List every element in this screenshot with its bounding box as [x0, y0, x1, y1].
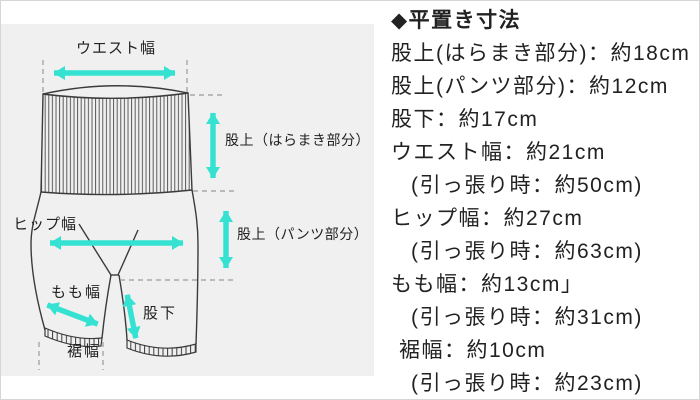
measure-arrows	[46, 66, 233, 339]
spec-line-thigh: もも幅：約13cm」	[391, 273, 584, 296]
haramaki-band	[40, 85, 193, 196]
rise-pants-label: 股上（パンツ部分）	[237, 226, 369, 242]
spec-line-thigh-stretched: (引っ張り時：約31cm)	[411, 306, 643, 329]
spec-line-hem: 裾幅：約10cm	[399, 339, 547, 362]
rise-haramaki-label: 股上（はらまき部分）	[225, 132, 370, 148]
spec-line-rise-pants: 股上(パンツ部分)：約12cm	[391, 75, 669, 98]
spec-line-waist: ウエスト幅：約21cm	[391, 141, 606, 164]
spec-list: ◆平置き寸法 股上(はらまき部分)：約18cm 股上(パンツ部分)：約12cm …	[391, 4, 699, 400]
spec-line-waist-stretched: (引っ張り時：約50cm)	[411, 174, 643, 197]
spec-line-hip-stretched: (引っ張り時：約63cm)	[411, 240, 643, 263]
garment-diagram	[30, 60, 235, 370]
thigh-arrow	[46, 302, 99, 327]
inseam-label: 股下	[143, 305, 178, 322]
inseam-arrow	[122, 294, 141, 339]
waist-width-label: ウエスト幅	[76, 40, 157, 57]
spec-line-hem-stretched: (引っ張り時：約23cm)	[411, 372, 643, 395]
guide-lines	[38, 60, 235, 370]
spec-line-inseam: 股下：約17cm	[391, 108, 539, 131]
hip-width-label: ヒップ幅	[13, 216, 78, 233]
hem-cuffs	[44, 327, 197, 357]
thigh-width-label: もも幅	[51, 284, 103, 301]
spec-title: ◆平置き寸法	[391, 9, 522, 32]
spec-line-hip: ヒップ幅：約27cm	[391, 207, 584, 230]
spec-line-rise-haramaki: 股上(はらまき部分)：約18cm	[391, 42, 691, 65]
diagram-panel	[1, 24, 374, 376]
hem-width-label: 裾幅	[67, 343, 102, 360]
